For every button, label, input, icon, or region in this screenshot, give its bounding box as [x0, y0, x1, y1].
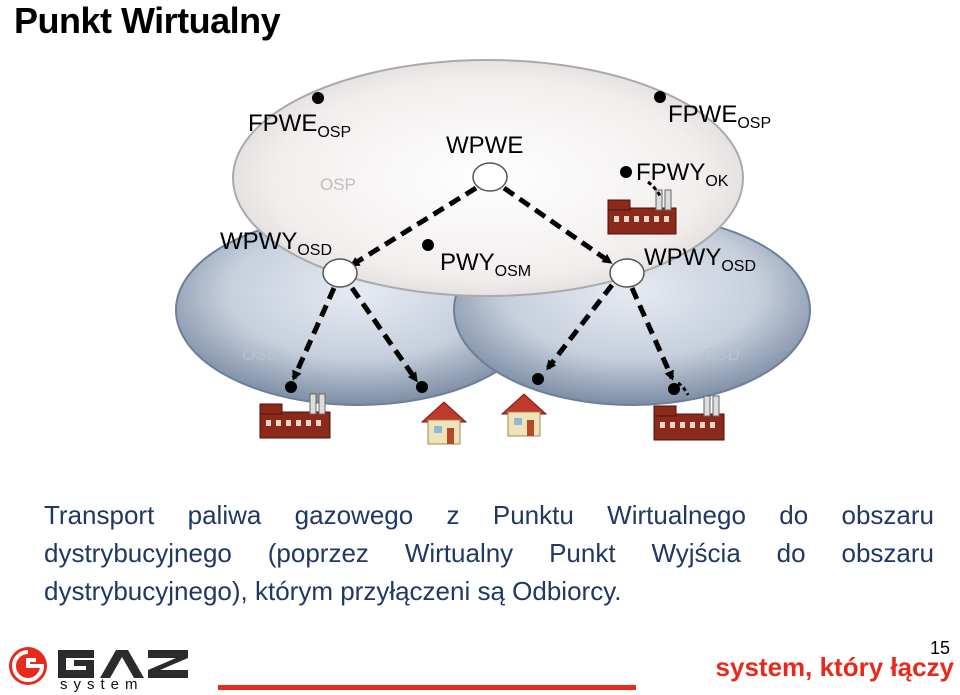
house-icon: [420, 401, 468, 445]
wpwy-osd-left-node: [322, 258, 358, 288]
endpoint-dot-3: [532, 373, 544, 385]
pwy-osm-label: PWYOSM: [440, 249, 531, 280]
fpwe-osp-left-label: FPWEOSP: [248, 110, 351, 141]
wpwy-osd-right-label: WPWYOSD: [644, 244, 756, 275]
wpwy-osd-left-label: WPWYOSD: [220, 228, 332, 259]
endpoint-dot-4: [668, 383, 680, 395]
fpwe-osp-right-label: FPWEOSP: [668, 101, 771, 132]
logo-subtext: system: [60, 676, 144, 693]
arrow-right-to-house: [546, 283, 614, 371]
osd-left-region-label: OSD: [242, 345, 279, 364]
page-number: 15: [929, 638, 950, 658]
endpoint-dot-2: [416, 381, 428, 393]
arrow-wpwe-to-right: [502, 185, 613, 265]
arrow-left-to-factory: [291, 286, 337, 381]
factory-icon: [607, 189, 677, 235]
wpwy-osd-right-node: [609, 258, 645, 288]
footer-divider: [218, 685, 636, 690]
osd-right-region-label: OSD: [703, 345, 740, 364]
arrow-wpwe-to-left: [349, 185, 478, 268]
fpwe-osp-right-dot: [654, 91, 666, 103]
fpwe-osp-left-dot: [312, 92, 324, 104]
fpwy-ok-label: FPWYOK: [636, 159, 729, 190]
wpwe-node: [472, 162, 508, 192]
slogan: system, który łączy: [715, 652, 954, 682]
wpwe-label: WPWE: [446, 132, 523, 159]
pwy-osm-dot: [422, 239, 434, 251]
fpwy-ok-dot: [620, 166, 632, 178]
virtual-point-diagram: OSP OSD OSD FPWEOSP WPWE FPWEOSP FPWYOK …: [175, 59, 811, 445]
endpoint-dot-1: [285, 381, 297, 393]
factory-icon: [259, 393, 331, 439]
arrow-right-to-factory: [629, 286, 675, 381]
gaz-system-logo: [9, 647, 188, 685]
house-icon: [500, 393, 548, 437]
factory-icon: [653, 395, 725, 441]
caption-text: Transport paliwa gazowego z Punktu Wirtu…: [44, 500, 934, 606]
page-title: Punkt Wirtualny: [14, 0, 281, 41]
osp-region-label: OSP: [320, 175, 356, 194]
